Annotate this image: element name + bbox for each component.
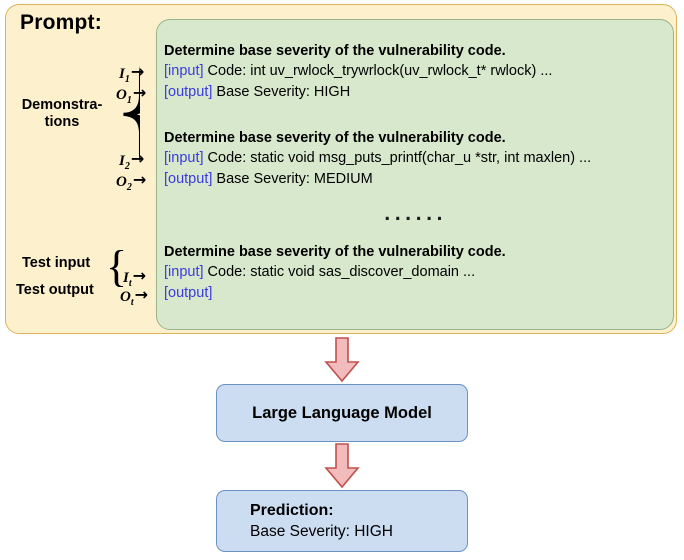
test-brace: { — [106, 245, 128, 289]
instruction-text: Determine base severity of the vulnerabi… — [164, 244, 506, 260]
marker-letter: I — [119, 153, 125, 169]
input-text: Code: static void msg_puts_printf(char_u… — [203, 150, 592, 166]
marker-output-1: O1→ — [116, 83, 147, 106]
arrow-right-icon: → — [134, 285, 149, 304]
marker-letter: O — [116, 174, 127, 190]
large-language-model-box: Large Language Model — [216, 384, 468, 442]
marker-letter: I — [123, 270, 129, 286]
ellipsis: ...... — [384, 205, 447, 225]
arrow-down-icon — [324, 443, 360, 489]
arrow-down-icon — [324, 337, 360, 383]
marker-subscript: t — [128, 278, 132, 289]
input-text: Code: int uv_rwlock_trywrlock(uv_rwlock_… — [203, 63, 553, 79]
input-tag: [input] — [164, 63, 204, 79]
marker-output-test: Ot→ — [120, 285, 149, 308]
arrow-right-icon: → — [132, 83, 147, 102]
marker-letter: O — [120, 289, 131, 305]
prediction-title: Prediction: — [250, 502, 334, 519]
page-title: Prompt: — [20, 11, 102, 34]
marker-input-test: It→ — [123, 266, 147, 289]
demonstration-2: Determine base severity of the vulnerabi… — [164, 129, 676, 190]
prediction-value: Base Severity: HIGH — [250, 523, 393, 540]
marker-subscript: 2 — [124, 161, 130, 172]
input-line: [input] Code: int uv_rwlock_trywrlock(uv… — [164, 61, 676, 82]
output-line: [output] — [164, 283, 676, 304]
marker-letter: O — [116, 87, 127, 103]
output-line: [output] Base Severity: HIGH — [164, 82, 676, 103]
marker-letter: I — [119, 66, 125, 82]
examples-panel — [156, 19, 674, 330]
arrow-right-icon: → — [130, 149, 145, 168]
demonstrations-brace: { — [110, 33, 140, 193]
arrow-right-icon: → — [132, 170, 147, 189]
prediction-box: Prediction: Base Severity: HIGH — [216, 490, 468, 552]
input-text: Code: static void sas_discover_domain ..… — [203, 264, 476, 280]
marker-input-2: I2→ — [119, 149, 145, 172]
output-tag: [output] — [164, 171, 213, 187]
output-tag: [output] — [164, 84, 213, 100]
input-line: [input] Code: static void msg_puts_print… — [164, 148, 676, 169]
model-label: Large Language Model — [252, 403, 432, 422]
arrow-right-icon: → — [132, 266, 147, 285]
input-tag: [input] — [164, 264, 204, 280]
arrow-right-icon: → — [130, 62, 145, 81]
test-input-label: Test input — [22, 255, 91, 271]
marker-output-2: O2→ — [116, 170, 147, 193]
instruction-text: Determine base severity of the vulnerabi… — [164, 43, 506, 59]
output-tag: [output] — [164, 285, 213, 301]
test-example: Determine base severity of the vulnerabi… — [164, 243, 676, 304]
demonstration-1: Determine base severity of the vulnerabi… — [164, 42, 676, 103]
marker-subscript: t — [130, 297, 134, 308]
input-tag: [input] — [164, 150, 204, 166]
prompt-box: Prompt: Demonstra- tions Test input Test… — [5, 4, 677, 334]
marker-subscript: 2 — [126, 182, 132, 193]
input-line: [input] Code: static void sas_discover_d… — [164, 262, 676, 283]
instruction-text: Determine base severity of the vulnerabi… — [164, 130, 506, 146]
demonstrations-label: Demonstra- tions — [21, 97, 103, 131]
output-line: [output] Base Severity: MEDIUM — [164, 169, 676, 190]
test-output-label: Test output — [16, 282, 94, 298]
marker-subscript: 1 — [124, 74, 130, 85]
output-text: Base Severity: HIGH — [212, 84, 351, 100]
marker-input-1: I1→ — [119, 62, 145, 85]
marker-subscript: 1 — [126, 95, 132, 106]
output-text: Base Severity: MEDIUM — [212, 171, 373, 187]
